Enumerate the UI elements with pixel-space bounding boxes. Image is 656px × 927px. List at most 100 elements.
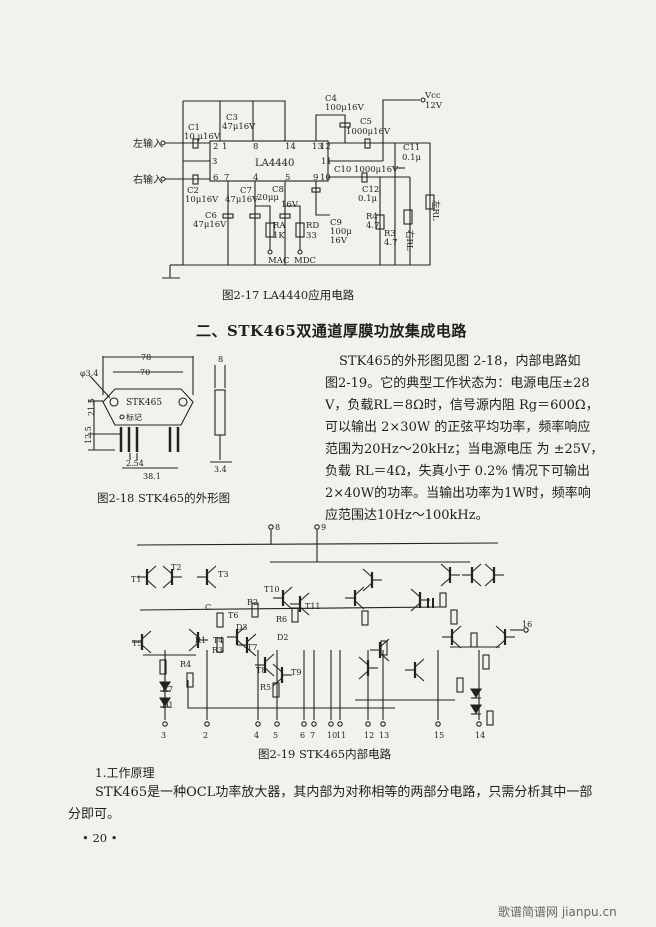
svg-text:0.1μ: 0.1μ xyxy=(402,153,422,163)
resistor xyxy=(159,659,167,675)
component-label: T9 xyxy=(291,668,301,677)
svg-text:16V: 16V xyxy=(330,236,348,246)
svg-text:2: 2 xyxy=(213,142,218,152)
component-label: T5 xyxy=(132,639,142,648)
svg-text:R3: R3 xyxy=(384,229,396,239)
component-label: D1 xyxy=(162,701,174,710)
svg-text:4: 4 xyxy=(253,173,258,183)
pin-label: 2 xyxy=(203,731,208,740)
pin-label: 3 xyxy=(161,731,166,740)
svg-text:10 μ16V: 10 μ16V xyxy=(184,132,221,142)
component-label: D2 xyxy=(277,633,289,642)
svg-text:5: 5 xyxy=(285,173,290,183)
svg-text:标记: 标记 xyxy=(126,412,142,422)
svg-text:1: 1 xyxy=(222,142,227,152)
intro-line: STK465的外形图见图 2-18，内部电路如 xyxy=(339,354,581,369)
left-input-label: 左输入 xyxy=(133,137,163,150)
resistor xyxy=(216,612,224,628)
intro-line: 可以输出 2×30W 的正弦平均功率，频率响应 xyxy=(325,420,591,435)
stk465-outline-labels: 78 70 φ3.4 STK465 标记 21.5 12.5 2.54 38.1… xyxy=(80,353,227,481)
svg-text:C11: C11 xyxy=(403,143,420,153)
fig19-caption: 图2-19 STK465内部电路 xyxy=(258,747,392,761)
resistor xyxy=(456,677,464,693)
pin-label: 5 xyxy=(273,731,278,740)
svg-text:21.5: 21.5 xyxy=(87,398,96,416)
component-label: D3 xyxy=(236,623,248,632)
component-label: R3 xyxy=(212,646,223,655)
svg-text:9: 9 xyxy=(313,173,318,183)
svg-text:C4: C4 xyxy=(325,94,337,104)
svg-text:C8: C8 xyxy=(272,185,284,195)
svg-text:C2: C2 xyxy=(187,186,199,196)
svg-text:右RL: 右RL xyxy=(404,230,415,251)
svg-text:78: 78 xyxy=(141,353,151,362)
svg-text:47μ16V: 47μ16V xyxy=(222,122,256,132)
ic-label: LA4440 xyxy=(255,158,294,169)
pin-label: 11 xyxy=(336,731,346,740)
resistor xyxy=(482,654,490,670)
svg-text:C10 1000μ16V: C10 1000μ16V xyxy=(334,165,399,175)
intro-line: 应范围达10Hz～100kHz。 xyxy=(325,508,489,523)
resistor xyxy=(251,602,259,618)
intro-paragraph: STK465的外形图见图 2-18，内部电路如 图2-19。它的典型工作状态为：… xyxy=(325,351,603,527)
svg-text:12: 12 xyxy=(320,142,331,152)
svg-text:3: 3 xyxy=(212,157,217,167)
watermark: 歌谱简谱网 jianpu.cn xyxy=(498,905,617,919)
svg-text:6: 6 xyxy=(213,173,218,183)
svg-text:10μ16V: 10μ16V xyxy=(185,195,219,205)
svg-text:φ3.4: φ3.4 xyxy=(80,369,98,378)
component-label: R1 xyxy=(195,636,206,645)
resistor xyxy=(291,607,299,623)
svg-text:4.7: 4.7 xyxy=(366,221,380,231)
svg-text:47μ16V: 47μ16V xyxy=(193,220,227,230)
svg-text:RD: RD xyxy=(306,221,319,231)
svg-text:C6: C6 xyxy=(205,211,217,221)
component-label: T10 xyxy=(264,585,280,594)
resistor xyxy=(361,610,369,626)
svg-text:0.1μ: 0.1μ xyxy=(358,194,378,204)
pin-label: 9 xyxy=(321,523,326,532)
stk465-outline xyxy=(88,356,232,469)
svg-text:MAC: MAC xyxy=(268,256,289,266)
component-label: T4 xyxy=(213,636,223,645)
body-line: 分即可。 xyxy=(68,807,121,822)
chip-label: STK465 xyxy=(126,398,162,408)
resistor xyxy=(450,609,458,625)
component-label: T7 xyxy=(247,643,257,652)
svg-text:C9: C9 xyxy=(330,218,342,228)
component-label: R2 xyxy=(247,598,258,607)
pin-label: 14 xyxy=(475,731,485,740)
fig18-caption: 图2-18 STK465的外形图 xyxy=(97,491,231,505)
component-label: R6 xyxy=(276,615,287,624)
resistor xyxy=(439,592,447,608)
output-pin-label: 16 xyxy=(522,620,532,629)
svg-text:47μ16V: 47μ16V xyxy=(225,195,259,205)
svg-text:16V: 16V xyxy=(281,200,299,210)
pin-label: 7 xyxy=(310,731,315,740)
vcc-label: Vcc xyxy=(424,91,441,101)
vcc-value: 12V xyxy=(425,101,443,111)
component-label: T3 xyxy=(218,570,228,579)
intro-line: 2×40W的功率。当输出功率为1W时，频率响 xyxy=(325,486,591,501)
component-label: R7 xyxy=(162,685,173,694)
component-label: T1 xyxy=(131,575,141,584)
resistor xyxy=(486,710,494,726)
svg-text:C7: C7 xyxy=(240,186,252,196)
svg-text:C3: C3 xyxy=(226,113,238,123)
svg-text:8: 8 xyxy=(253,142,258,152)
pin-label: 13 xyxy=(379,731,389,740)
intro-line: 范围为20Hz～20kHz；当电源电压 为 ±25V， xyxy=(325,442,604,457)
component-label: T8 xyxy=(256,666,266,675)
pin-label: 8 xyxy=(275,523,280,532)
svg-text:1K: 1K xyxy=(273,231,285,241)
svg-text:10: 10 xyxy=(320,173,331,183)
svg-text:11: 11 xyxy=(321,157,332,167)
pin-label: 15 xyxy=(434,731,444,740)
resistor xyxy=(380,640,388,656)
body-line: STK465是一种OCL功率放大器，其内部为对称相等的两部分电路，只需分析其中一… xyxy=(95,785,593,800)
pin-label: 4 xyxy=(254,731,259,740)
la4440-circuit: LA4440 xyxy=(160,97,435,279)
pin-label: 10 xyxy=(327,731,337,740)
